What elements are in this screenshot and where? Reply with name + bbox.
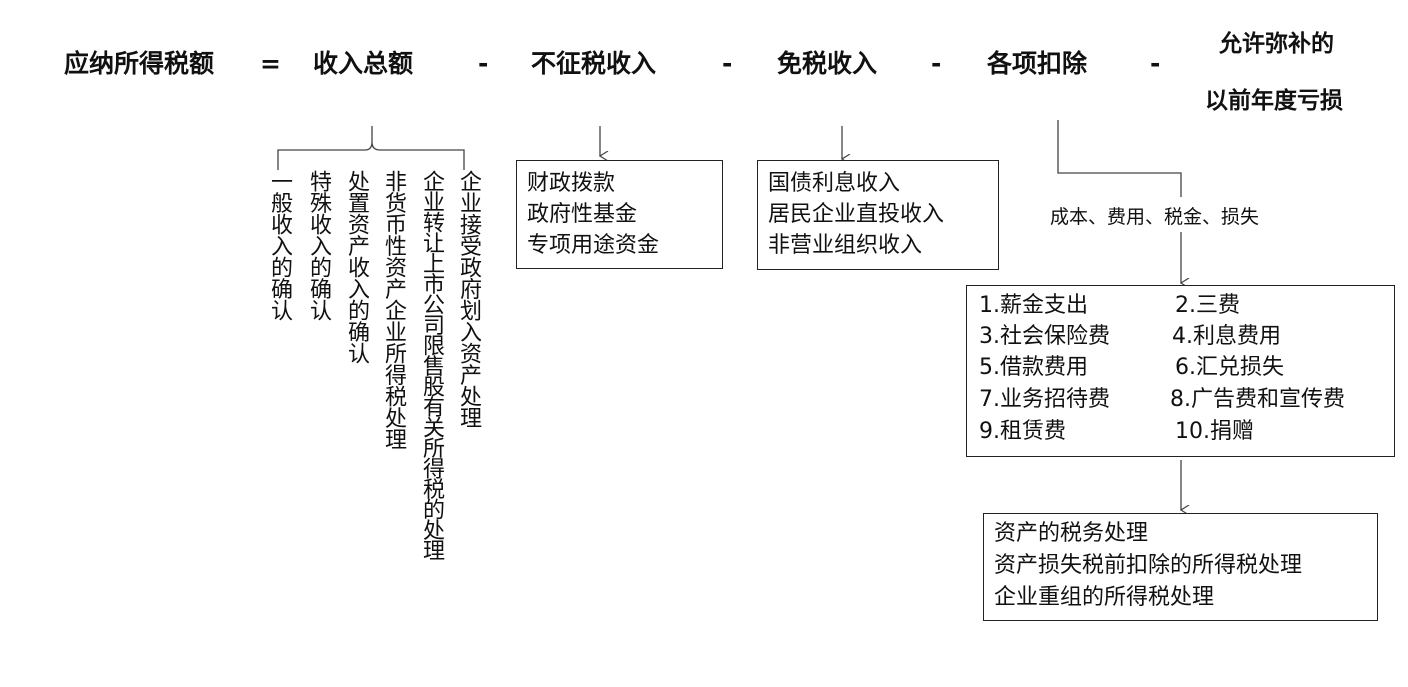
deduction-item: 2.三费 [1175,293,1240,318]
deduction-item: 9.租赁费 [979,419,1066,444]
formula-term-total-income: 收入总额 [313,49,414,78]
deduction-item: 3.社会保险费 [979,324,1110,349]
formula-term-loss-line1: 允许弥补的 [1219,31,1334,57]
formula-term-non-taxable: 不征税收入 [531,49,657,78]
formula-term-loss-line2: 以前年度亏损 [1205,88,1343,114]
tax-exempt-item: 国债利息收入 [768,171,901,196]
asset-item: 资产损失税前扣除的所得税处理 [994,553,1303,578]
asset-item: 资产的税务处理 [994,521,1149,546]
deduction-item: 1.薪金支出 [979,293,1088,318]
non-taxable-box: 财政拨款 政府性基金 专项用途资金 [516,160,723,269]
income-item: 处置资产收入的确认 [344,170,369,364]
tax-exempt-item: 非营业组织收入 [768,233,923,258]
deduction-item: 5.借款费用 [979,355,1088,380]
non-taxable-item: 政府性基金 [527,202,638,227]
formula-lhs: 应纳所得税额 [64,49,215,78]
formula-term-tax-exempt: 免税收入 [777,49,878,78]
income-item: 企业转让上市公司限售股有关所得税的处理 [419,170,444,560]
formula-minus-1: - [478,49,489,78]
income-item: 非货币性资产企业所得税处理 [381,170,406,450]
deduction-label: 成本、费用、税金、损失 [1050,206,1260,228]
formula-minus-2: - [722,49,733,78]
formula-equals: = [260,49,281,78]
tax-exempt-box: 国债利息收入 居民企业直投收入 非营业组织收入 [757,160,999,270]
deduction-item: 10.捐赠 [1175,419,1254,444]
non-taxable-item: 财政拨款 [527,171,616,196]
tax-exempt-item: 居民企业直投收入 [768,202,945,227]
deduction-item: 8.广告费和宣传费 [1170,387,1345,412]
deductions-box: 1.薪金支出 2.三费 3.社会保险费 4.利息费用 5.借款费用 6.汇兑损失… [966,285,1395,457]
income-item: 一般收入的确认 [267,170,292,321]
formula-minus-3: - [931,49,942,78]
income-item: 特殊收入的确认 [306,170,331,321]
deduction-connector [1057,120,1182,197]
assets-box: 资产的税务处理 资产损失税前扣除的所得税处理 企业重组的所得税处理 [983,513,1378,621]
income-brace [277,126,465,170]
deduction-item: 7.业务招待费 [979,387,1110,412]
deduction-item: 6.汇兑损失 [1175,355,1284,380]
formula-term-deductions: 各项扣除 [987,49,1088,78]
deduction-item: 4.利息费用 [1172,324,1281,349]
asset-item: 企业重组的所得税处理 [994,585,1215,610]
income-item: 企业接受政府划入资产处理 [456,170,481,428]
non-taxable-item: 专项用途资金 [527,233,660,258]
formula-minus-4: - [1150,49,1161,78]
